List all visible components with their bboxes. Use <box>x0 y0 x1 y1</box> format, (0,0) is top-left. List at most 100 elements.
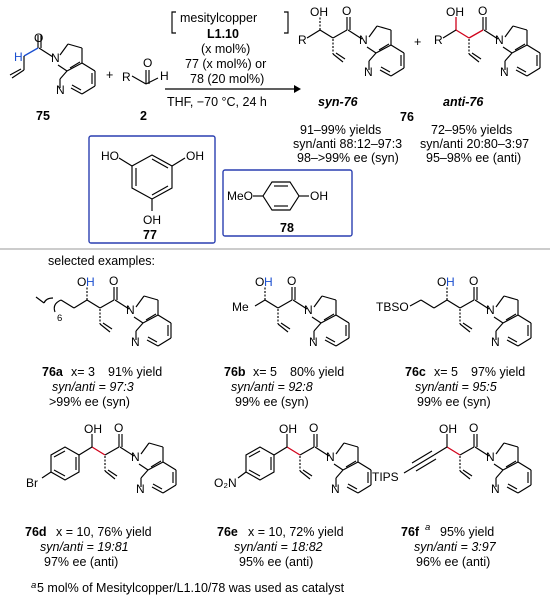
atom-O: O <box>469 421 478 435</box>
atom-O: O <box>437 275 446 289</box>
example-loading: x= 3 <box>71 365 95 379</box>
example-76b-structure <box>254 286 350 347</box>
example-ratio: syn/anti = 3:97 <box>414 540 497 554</box>
syn-yield: 91–99% yields <box>300 123 381 137</box>
atom-OH: OH <box>310 5 328 19</box>
example-76c-structure <box>409 286 532 347</box>
atom-OH: OH <box>186 149 204 163</box>
example-yield: 91% yield <box>108 365 162 379</box>
chain-count: 6 <box>57 313 62 324</box>
example-ee: 97% ee (anti) <box>44 555 118 569</box>
atom-H: H <box>86 275 95 289</box>
substituent-Br: Br <box>26 476 38 490</box>
additive-78-box <box>222 169 353 237</box>
example-ee: 95% ee (anti) <box>239 555 313 569</box>
example-ratio: syn/anti = 97:3 <box>52 380 134 394</box>
compound-label-76: 76 <box>400 110 414 124</box>
atom-O: O <box>287 274 296 288</box>
example-id: 76e <box>217 525 238 539</box>
reaction-arrowhead <box>294 85 301 93</box>
condition-solvent-temp: THF, −70 °C, 24 h <box>167 95 267 109</box>
atom-N: N <box>486 450 495 464</box>
atom-O: O <box>34 31 43 45</box>
atom-O: O <box>309 421 318 435</box>
condition-ligand-loading: (x mol%) <box>201 42 250 56</box>
compound-label-75: 75 <box>36 109 50 123</box>
anti-ratio: syn/anti 20:80–3:97 <box>420 137 529 151</box>
atom-O: O <box>109 274 118 288</box>
example-ratio: syn/anti = 19:81 <box>40 540 129 554</box>
atom-OH: OH <box>84 422 102 436</box>
syn-76-structure <box>306 16 405 77</box>
atom-OH: OH <box>143 213 161 227</box>
atom-N: N <box>56 83 65 97</box>
atom-OH: OH <box>439 422 457 436</box>
atom-H: H <box>446 275 455 289</box>
condition-ligand: L1.10 <box>207 27 239 41</box>
syn-ratio: syn/anti 88:12–97:3 <box>293 137 402 151</box>
bracket-right <box>284 11 289 34</box>
amide-75-structure <box>9 34 96 95</box>
example-yield: 97% yield <box>471 365 525 379</box>
example-ratio: syn/anti = 18:82 <box>234 540 323 554</box>
example-id: 76f <box>401 525 420 539</box>
atom-N: N <box>486 303 495 317</box>
compound-label-77: 77 <box>143 228 157 242</box>
atom-N: N <box>364 65 373 79</box>
substituent-TIPS: TIPS <box>372 470 399 484</box>
example-id: 76d <box>25 525 47 539</box>
atom-N: N <box>326 450 335 464</box>
atom-OH: OH <box>446 5 464 19</box>
atom-OH: OH <box>310 189 328 203</box>
atom-O: O <box>255 275 264 289</box>
atom-N: N <box>491 482 500 496</box>
compound-label-2: 2 <box>140 109 147 123</box>
additive-77-box <box>88 135 216 244</box>
example-yield: 80% yield <box>290 365 344 379</box>
atom-N: N <box>359 33 368 47</box>
example-ee: 99% ee (syn) <box>417 395 491 409</box>
aldehyde-R: R <box>122 70 131 84</box>
atom-MeO: MeO <box>227 189 253 203</box>
example-ee: >99% ee (syn) <box>49 395 130 409</box>
atom-N: N <box>309 335 318 349</box>
methoxyphenol-structure <box>253 181 309 211</box>
syn-76-label: syn-76 <box>318 95 359 109</box>
example-ratio: syn/anti = 95:5 <box>415 380 497 394</box>
example-yield: 95% yield <box>440 525 494 539</box>
anti-76-structure <box>442 16 541 77</box>
atom-N: N <box>491 335 500 349</box>
syn-ee: 98–>99% ee (syn) <box>297 151 399 165</box>
atom-N: N <box>495 33 504 47</box>
atom-O: O <box>469 274 478 288</box>
phloroglucinol-structure <box>118 154 186 211</box>
atom-N: N <box>131 335 140 349</box>
atom-OH: OH <box>279 422 297 436</box>
example-ratio: syn/anti = 92:8 <box>231 380 313 394</box>
atom-O: O <box>114 421 123 435</box>
substituent-Me: Me <box>232 300 249 314</box>
condition-additive-a: 77 (x mol%) or <box>185 57 266 71</box>
atom-H: H <box>264 275 273 289</box>
atom-O: O <box>77 275 86 289</box>
example-76a-structure <box>35 286 172 347</box>
aldehyde-2-structure <box>131 70 159 85</box>
example-ee: 99% ee (syn) <box>235 395 309 409</box>
substituent-TBSO: TBSO <box>376 300 409 314</box>
atom-HO: HO <box>101 149 119 163</box>
footnote-marker: a <box>425 522 430 533</box>
example-76e-structure <box>237 433 372 494</box>
footnote-text: 5 mol% of Mesitylcopper/L1.10/78 was use… <box>37 581 345 595</box>
plus-sign-products: + <box>414 35 421 49</box>
substituent-NO2: O₂N <box>214 476 237 490</box>
aldehyde-H: H <box>160 69 169 83</box>
examples-header: selected examples: <box>48 254 155 268</box>
atom-N: N <box>500 65 509 79</box>
anti-ee: 95–98% ee (anti) <box>426 151 521 165</box>
atom-O: O <box>478 4 487 18</box>
example-id: 76c <box>405 365 426 379</box>
plus-sign: + <box>106 68 113 82</box>
example-id: 76a <box>42 365 64 379</box>
anti-R: R <box>434 33 443 47</box>
